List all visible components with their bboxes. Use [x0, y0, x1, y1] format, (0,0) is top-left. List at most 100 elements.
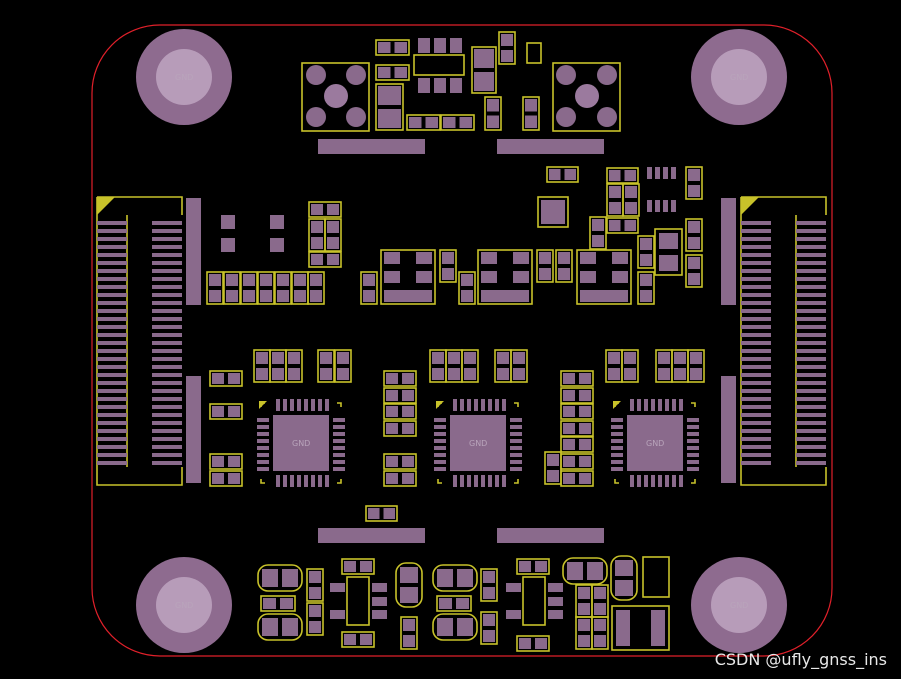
- test-pad: [270, 238, 284, 252]
- left-fpc-connector: [96, 196, 183, 486]
- passive: [685, 254, 703, 288]
- gnd-label: GND: [646, 439, 664, 448]
- passive: [383, 387, 417, 404]
- passive: [375, 64, 410, 81]
- passive: [285, 349, 303, 383]
- passive: [445, 349, 463, 383]
- passive: [458, 271, 476, 305]
- passive: [526, 42, 542, 64]
- passive: [436, 595, 472, 612]
- passive: [516, 635, 550, 652]
- mounting-hole-bottom-right: GND: [691, 557, 787, 653]
- passive: [274, 271, 292, 305]
- qfn-chip: GND: [257, 399, 345, 487]
- passive: [606, 183, 624, 217]
- passive: [575, 584, 593, 618]
- passive: [383, 470, 417, 487]
- top-right-sma-footprint: [552, 62, 621, 132]
- passive: [257, 271, 275, 305]
- passive: [291, 271, 309, 305]
- gnd-label: GND: [730, 601, 748, 610]
- passive: [440, 114, 475, 131]
- passive: [206, 271, 224, 305]
- passive: [253, 349, 271, 383]
- mounting-hole-bottom-left: GND: [136, 557, 232, 653]
- array-pad: [671, 200, 676, 212]
- electrolytic-cap: [562, 557, 608, 585]
- passive-components: [206, 31, 705, 652]
- gnd-label: GND: [730, 73, 748, 82]
- passive: [341, 558, 375, 575]
- passive: [383, 403, 417, 420]
- gnd-label: GND: [175, 73, 193, 82]
- passive: [654, 228, 683, 276]
- test-pad: [221, 215, 235, 229]
- array-pad: [663, 200, 668, 212]
- array-pad: [671, 167, 676, 179]
- passive: [307, 271, 325, 305]
- passive: [555, 249, 573, 283]
- passive: [308, 201, 342, 218]
- passive: [622, 183, 640, 217]
- passive: [546, 166, 579, 183]
- passive: [306, 568, 324, 602]
- mounting-hole-top-right: GND: [691, 29, 787, 125]
- array-pad: [663, 167, 668, 179]
- passive: [439, 249, 457, 283]
- passive: [591, 616, 609, 650]
- passive: [560, 436, 594, 453]
- passive: [516, 558, 550, 575]
- passive: [480, 611, 498, 645]
- qfn-chip: GND: [434, 399, 522, 487]
- passive: [589, 216, 607, 250]
- passive: [375, 39, 410, 56]
- mounting-hole-top-left: GND: [136, 29, 232, 125]
- gnd-label: GND: [175, 601, 193, 610]
- passive: [306, 602, 324, 636]
- electrolytic-cap: [432, 613, 478, 641]
- passive: [365, 505, 398, 522]
- qfn-chips: GND GND GND: [257, 399, 699, 487]
- passive: [560, 420, 594, 437]
- electrolytic-cap: [257, 613, 303, 641]
- passive: [471, 46, 497, 94]
- electrolytic-cap: [610, 555, 638, 601]
- gnd-label: GND: [292, 439, 310, 448]
- top-left-sma-footprint: [301, 62, 370, 132]
- passive: [375, 83, 404, 131]
- passive: [360, 271, 378, 305]
- passive: [480, 568, 498, 602]
- board-outline: [91, 24, 833, 657]
- passive: [223, 271, 241, 305]
- passive: [621, 349, 639, 383]
- passive: [671, 349, 689, 383]
- passive: [484, 96, 502, 131]
- passive: [655, 349, 673, 383]
- electrolytic-cap: [395, 562, 423, 608]
- passive: [334, 349, 352, 383]
- passive: [606, 217, 639, 234]
- passive: [560, 453, 594, 470]
- passive: [383, 370, 417, 387]
- passive: [685, 218, 703, 252]
- edge-pad-strips: [186, 139, 736, 543]
- qfn-chip: GND: [611, 399, 699, 487]
- passive: [606, 167, 639, 184]
- passive: [637, 235, 655, 269]
- passive: [498, 31, 516, 65]
- passive: [209, 370, 243, 387]
- passive: [522, 96, 540, 131]
- array-pad: [655, 200, 660, 212]
- electrolytic-cap: [257, 564, 303, 592]
- passive: [637, 271, 655, 305]
- passive: [687, 349, 705, 383]
- passive: [429, 349, 447, 383]
- passive: [400, 616, 418, 650]
- power-blocks: [330, 38, 670, 651]
- passive: [269, 349, 287, 383]
- passive: [308, 251, 342, 268]
- test-pad: [221, 238, 235, 252]
- passive: [685, 166, 703, 200]
- passive: [544, 451, 562, 485]
